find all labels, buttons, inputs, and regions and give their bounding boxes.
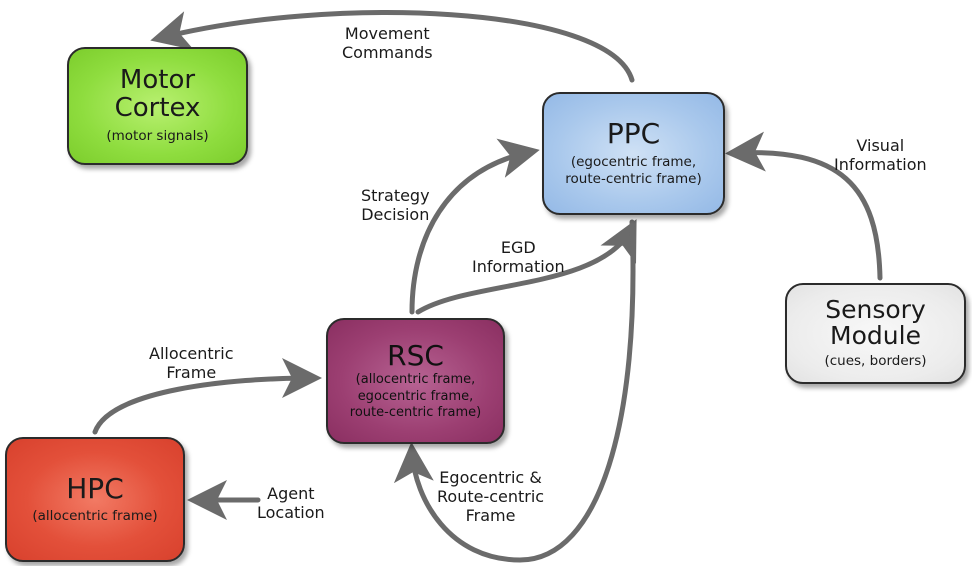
label-agent-location: Agent Location	[257, 484, 325, 522]
label-allocentric-frame-line1: Allocentric	[149, 344, 234, 363]
sensory-title-line1: Sensory	[825, 294, 926, 324]
arrow-allocentric-frame	[92, 358, 322, 435]
label-egocentric-route-frame: Egocentric & Route-centric Frame	[437, 468, 544, 525]
rsc-title: RSC	[387, 338, 444, 372]
label-egocentric-route-frame-line2: Route-centric	[437, 487, 545, 506]
label-movement-commands-line2: Commands	[342, 43, 433, 62]
label-visual-information-line1: Visual	[856, 136, 905, 155]
motor-cortex-title-line2: Cortex	[114, 92, 201, 123]
ppc-subtitle-line2: route-centric frame)	[565, 171, 702, 188]
rsc-node: RSC (allocentric frame, egocentric frame…	[326, 318, 505, 444]
motor-cortex-node: Motor Cortex (motor signals)	[67, 47, 248, 165]
motor-cortex-subtitle: (motor signals)	[106, 127, 209, 144]
ppc-title: PPC	[606, 116, 661, 150]
hpc-subtitle: (allocentric frame)	[32, 507, 158, 524]
rsc-subtitle-line1: (allocentric frame,	[355, 372, 476, 388]
rsc-subtitle-line3: route-centric frame)	[349, 404, 482, 420]
hpc-title: HPC	[66, 472, 124, 506]
sensory-title-line2: Module	[830, 321, 921, 351]
label-egd-information: EGD Information	[472, 238, 565, 276]
label-strategy-decision-line2: Decision	[361, 205, 430, 224]
label-allocentric-frame-line2: Frame	[166, 363, 217, 382]
arrow-strategy-decision	[409, 138, 540, 315]
label-movement-commands-line1: Movement	[344, 24, 430, 43]
arrow-egd-information	[415, 219, 637, 315]
motor-cortex-title-line1: Motor	[119, 65, 196, 96]
rsc-subtitle-line2: egocentric frame,	[357, 388, 474, 404]
sensory-module-title: Sensory Module	[825, 294, 926, 351]
ppc-subtitle: (egocentric frame, route-centric frame)	[565, 154, 701, 188]
label-egocentric-route-frame-line3: Frame	[465, 506, 516, 525]
label-agent-location-line2: Location	[257, 503, 325, 522]
label-strategy-decision: Strategy Decision	[361, 186, 430, 224]
label-strategy-decision-line1: Strategy	[361, 186, 430, 205]
motor-cortex-title: Motor Cortex	[114, 65, 201, 123]
label-egd-information-line2: Information	[472, 257, 565, 276]
label-visual-information: Visual Information	[834, 136, 927, 174]
label-agent-location-line1: Agent	[267, 484, 315, 503]
ppc-node: PPC (egocentric frame, route-centric fra…	[542, 92, 725, 215]
rsc-subtitle: (allocentric frame, egocentric frame, ro…	[350, 372, 481, 421]
ppc-subtitle-line1: (egocentric frame,	[570, 154, 697, 171]
hpc-node: HPC (allocentric frame)	[5, 437, 185, 562]
sensory-module-node: Sensory Module (cues, borders)	[785, 283, 966, 384]
arrow-movement-commands	[150, 10, 635, 83]
label-egocentric-route-frame-line1: Egocentric &	[439, 468, 542, 487]
label-egd-information-line1: EGD	[500, 238, 536, 257]
arrow-egocentric-route-frame	[393, 219, 636, 563]
label-movement-commands: Movement Commands	[342, 24, 433, 62]
arrow-visual-information	[725, 131, 883, 281]
label-allocentric-frame: Allocentric Frame	[149, 344, 234, 382]
sensory-module-subtitle: (cues, borders)	[824, 353, 927, 370]
label-visual-information-line2: Information	[834, 155, 927, 174]
